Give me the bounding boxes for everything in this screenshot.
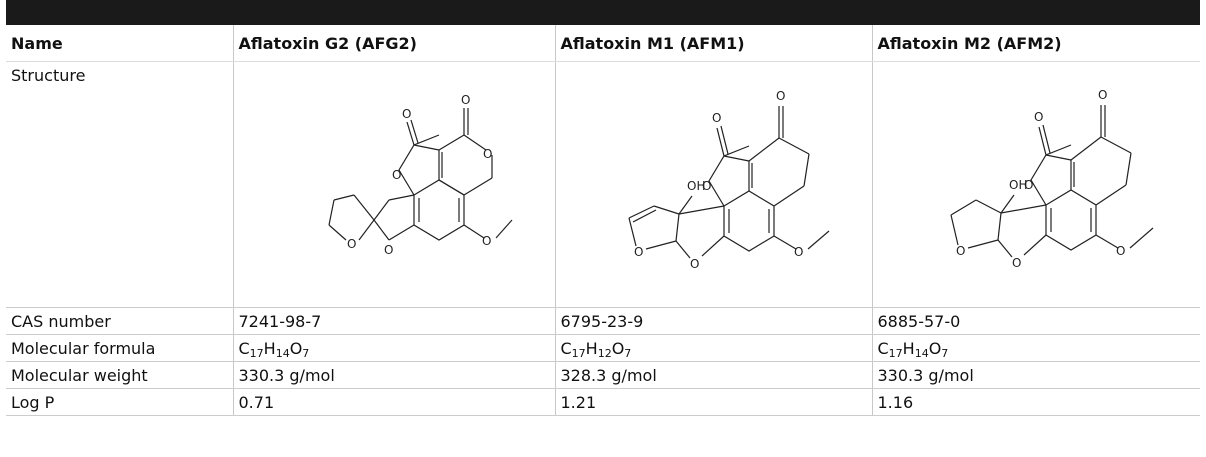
svg-text:O: O — [402, 107, 411, 121]
header-name: Name — [6, 25, 234, 62]
header-row: Name Aflatoxin G2 (AFG2) Aflatoxin M1 (A… — [6, 25, 1200, 62]
svg-text:OH: OH — [1009, 178, 1027, 192]
mw-row: Molecular weight 330.3 g/mol 328.3 g/mol… — [6, 361, 1200, 389]
svg-text:O: O — [1024, 178, 1033, 192]
formula-afg2: C17H14O7 — [233, 334, 556, 362]
mw-afm2: 330.3 g/mol — [872, 361, 1200, 389]
formula-label: Molecular formula — [6, 334, 234, 362]
svg-text:OH: OH — [687, 179, 705, 193]
header-afg2: Aflatoxin G2 (AFG2) — [233, 25, 556, 62]
svg-text:O: O — [956, 244, 965, 258]
afm1-structure-cell: O O O OH O O O — [555, 61, 873, 308]
header-afm1: Aflatoxin M1 (AFM1) — [555, 25, 873, 62]
svg-text:O: O — [1012, 256, 1021, 270]
logp-afg2: 0.71 — [233, 388, 556, 416]
header-afm2: Aflatoxin M2 (AFM2) — [872, 25, 1200, 62]
svg-text:O: O — [1098, 88, 1107, 102]
afg2-structure-cell: O O O O O O O — [233, 61, 556, 308]
svg-text:O: O — [1116, 244, 1125, 258]
afm2-structure-image: O O O OH O O O — [950, 88, 1154, 270]
svg-text:O: O — [461, 93, 470, 107]
svg-text:O: O — [702, 179, 711, 193]
formula-afm1: C17H12O7 — [555, 334, 873, 362]
svg-text:O: O — [1034, 110, 1043, 124]
mw-label: Molecular weight — [6, 361, 234, 389]
logp-afm1: 1.21 — [555, 388, 873, 416]
svg-text:O: O — [794, 245, 803, 259]
aflatoxin-table: Name Aflatoxin G2 (AFG2) Aflatoxin M1 (A… — [6, 0, 1200, 416]
svg-text:O: O — [483, 147, 492, 161]
formula-afm2: C17H14O7 — [872, 334, 1200, 362]
structure-label: Structure — [6, 61, 234, 308]
mw-afg2: 330.3 g/mol — [233, 361, 556, 389]
cas-afm2: 6885-57-0 — [872, 307, 1200, 335]
cas-afm1: 6795-23-9 — [555, 307, 873, 335]
formula-row: Molecular formula C17H14O7 C17H12O7 C17H… — [6, 334, 1200, 362]
afm2-structure-cell: O O O OH O O O — [872, 61, 1200, 308]
cas-label: CAS number — [6, 307, 234, 335]
cas-afg2: 7241-98-7 — [233, 307, 556, 335]
svg-text:O: O — [347, 237, 356, 251]
afm1-structure-image: O O O OH O O O — [627, 89, 829, 271]
svg-text:O: O — [634, 245, 643, 259]
cas-row: CAS number 7241-98-7 6795-23-9 6885-57-0 — [6, 307, 1200, 335]
structure-row: Structure — [6, 61, 1200, 308]
svg-text:O: O — [392, 168, 401, 182]
svg-text:O: O — [712, 111, 721, 125]
svg-text:O: O — [384, 243, 393, 257]
svg-text:O: O — [776, 89, 785, 103]
logp-afm2: 1.16 — [872, 388, 1200, 416]
svg-text:O: O — [482, 234, 491, 248]
svg-text:O: O — [690, 257, 699, 271]
logp-label: Log P — [6, 388, 234, 416]
logp-row: Log P 0.71 1.21 1.16 — [6, 388, 1200, 416]
header-top-rule — [6, 0, 1200, 25]
afg2-structure-image: O O O O O O O — [328, 93, 513, 257]
mw-afm1: 328.3 g/mol — [555, 361, 873, 389]
